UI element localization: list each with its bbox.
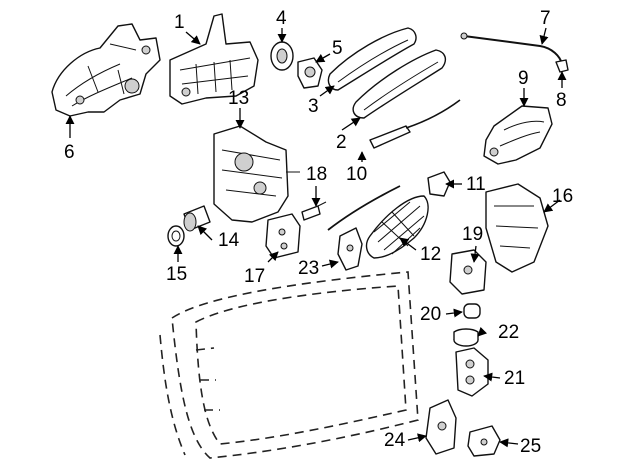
part-18-screw: [301, 201, 327, 221]
callout-15: 15: [166, 264, 187, 285]
callout-13: 13: [228, 88, 249, 109]
callout-4: 4: [276, 8, 287, 29]
callout-21: 21: [504, 368, 525, 389]
callout-7: 7: [540, 8, 551, 29]
part-14-bolt: [183, 205, 211, 232]
callout-19: 19: [462, 224, 483, 245]
callout-16: 16: [552, 186, 573, 207]
callout-25: 25: [520, 436, 541, 457]
part-22-bumper: [453, 328, 479, 347]
part-24-lower-hinge: [425, 399, 457, 455]
callout-3: 3: [308, 96, 319, 117]
part-20-plug: [463, 303, 481, 319]
callout-17: 17: [244, 266, 265, 287]
part-4-lock-cylinder: [270, 41, 294, 71]
callout-10: 10: [346, 164, 367, 185]
part-21-hinge: [455, 347, 489, 397]
callout-9: 9: [518, 68, 529, 89]
part-19-hinge-plate: [449, 249, 487, 295]
callout-23: 23: [298, 258, 319, 279]
part-11-clip: [427, 171, 451, 197]
part-8-rod-clip: [555, 59, 569, 73]
callout-22: 22: [498, 322, 519, 343]
callout-11: 11: [466, 174, 486, 195]
part-23-lock-bracket: [337, 227, 363, 271]
part-1-handle-bracket: [169, 13, 259, 105]
part-16-trim-bracket: [485, 183, 549, 273]
part-17-striker: [265, 213, 301, 259]
callout-8: 8: [556, 90, 567, 111]
callout-14: 14: [218, 230, 240, 251]
part-15-washer: [167, 225, 185, 247]
callout-1: 1: [174, 12, 185, 33]
part-5-cylinder-cap: [297, 57, 323, 89]
callout-24: 24: [384, 430, 406, 451]
part-7-control-rod: [460, 32, 563, 65]
part-9-inside-handle: [483, 105, 553, 165]
door-outline: [159, 271, 419, 459]
leader-arrows: [65, 27, 567, 448]
callout-12: 12: [420, 244, 441, 265]
callout-2: 2: [336, 132, 347, 153]
part-10-cable: [327, 99, 461, 231]
callout-18: 18: [306, 164, 327, 185]
part-25-hinge-pin: [467, 425, 501, 457]
callout-labels: 1 2 3 4 5 6 7 8 9 10 11 12 13 14 15 16 1…: [64, 8, 573, 457]
part-2-handle-cover-lower: [352, 49, 447, 119]
callout-5: 5: [332, 38, 343, 59]
part-13-door-latch: [213, 125, 300, 223]
part-12-watershield: [365, 195, 429, 259]
callout-20: 20: [420, 304, 441, 325]
callout-6: 6: [64, 142, 75, 163]
part-6-handle-carrier: [51, 23, 161, 117]
